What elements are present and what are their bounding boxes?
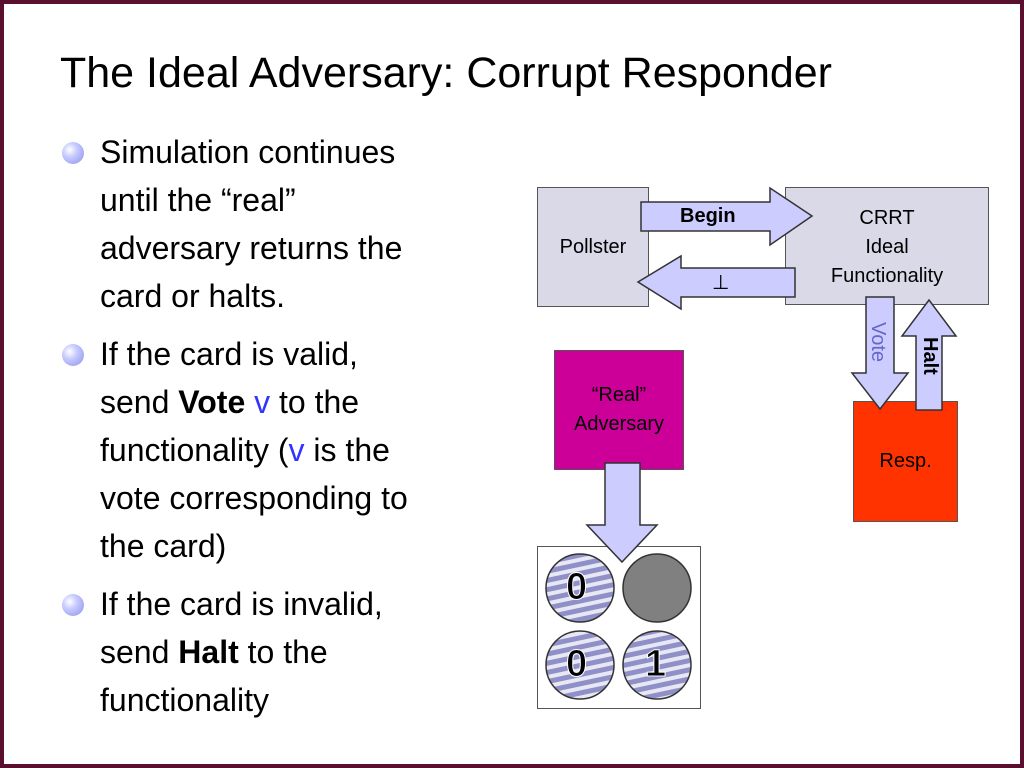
bottom-symbol-label: ⊥ <box>712 272 730 294</box>
resp-box: Resp. <box>853 401 958 522</box>
bullet-icon <box>62 344 84 366</box>
bullet-item: If the card is valid, send Vote v to the… <box>62 330 502 570</box>
pollster-label: Pollster <box>559 235 627 258</box>
slide-title: The Ideal Adversary: Corrupt Responder <box>60 49 833 97</box>
card-cell-bottom-left <box>545 630 615 700</box>
begin-arrow-icon <box>640 186 814 247</box>
bullet-item: If the card is invalid, send Halt to the… <box>62 580 502 724</box>
crrt-ideal-functionality-box: CRRT Ideal Functionality <box>785 187 989 305</box>
card-cell-bottom-right <box>622 630 692 700</box>
return-arrow-icon <box>636 254 796 311</box>
card-digit: 1 <box>644 643 667 686</box>
card-cell-top-left <box>545 553 615 623</box>
adversary-arrow-icon <box>585 462 659 564</box>
bullet-icon <box>62 142 84 164</box>
vote-label: Vote <box>867 322 889 363</box>
pollster-box: Pollster <box>537 187 649 307</box>
adversary-label: Adversary <box>573 413 665 435</box>
begin-label: Begin <box>680 205 736 227</box>
card-cell-top-right <box>622 553 692 623</box>
halt-arrow-icon <box>900 298 958 411</box>
card-digit: 0 <box>565 643 588 686</box>
resp-label: Resp. <box>879 450 932 472</box>
halt-label: Halt <box>919 337 941 375</box>
bullet-item: Simulation continues until the “real” ad… <box>62 128 502 320</box>
real-adversary-box: “Real” Adversary <box>554 350 684 470</box>
card-digit: 0 <box>565 566 588 609</box>
ideal-label: Ideal <box>865 236 909 258</box>
real-label: “Real” <box>591 384 647 406</box>
bullet-list: Simulation continues until the “real” ad… <box>62 128 502 734</box>
crrt-label: CRRT <box>859 207 915 229</box>
vote-arrow-icon <box>850 296 910 411</box>
slide <box>4 4 1020 764</box>
bullet-icon <box>62 594 84 616</box>
functionality-label: Functionality <box>830 265 944 287</box>
